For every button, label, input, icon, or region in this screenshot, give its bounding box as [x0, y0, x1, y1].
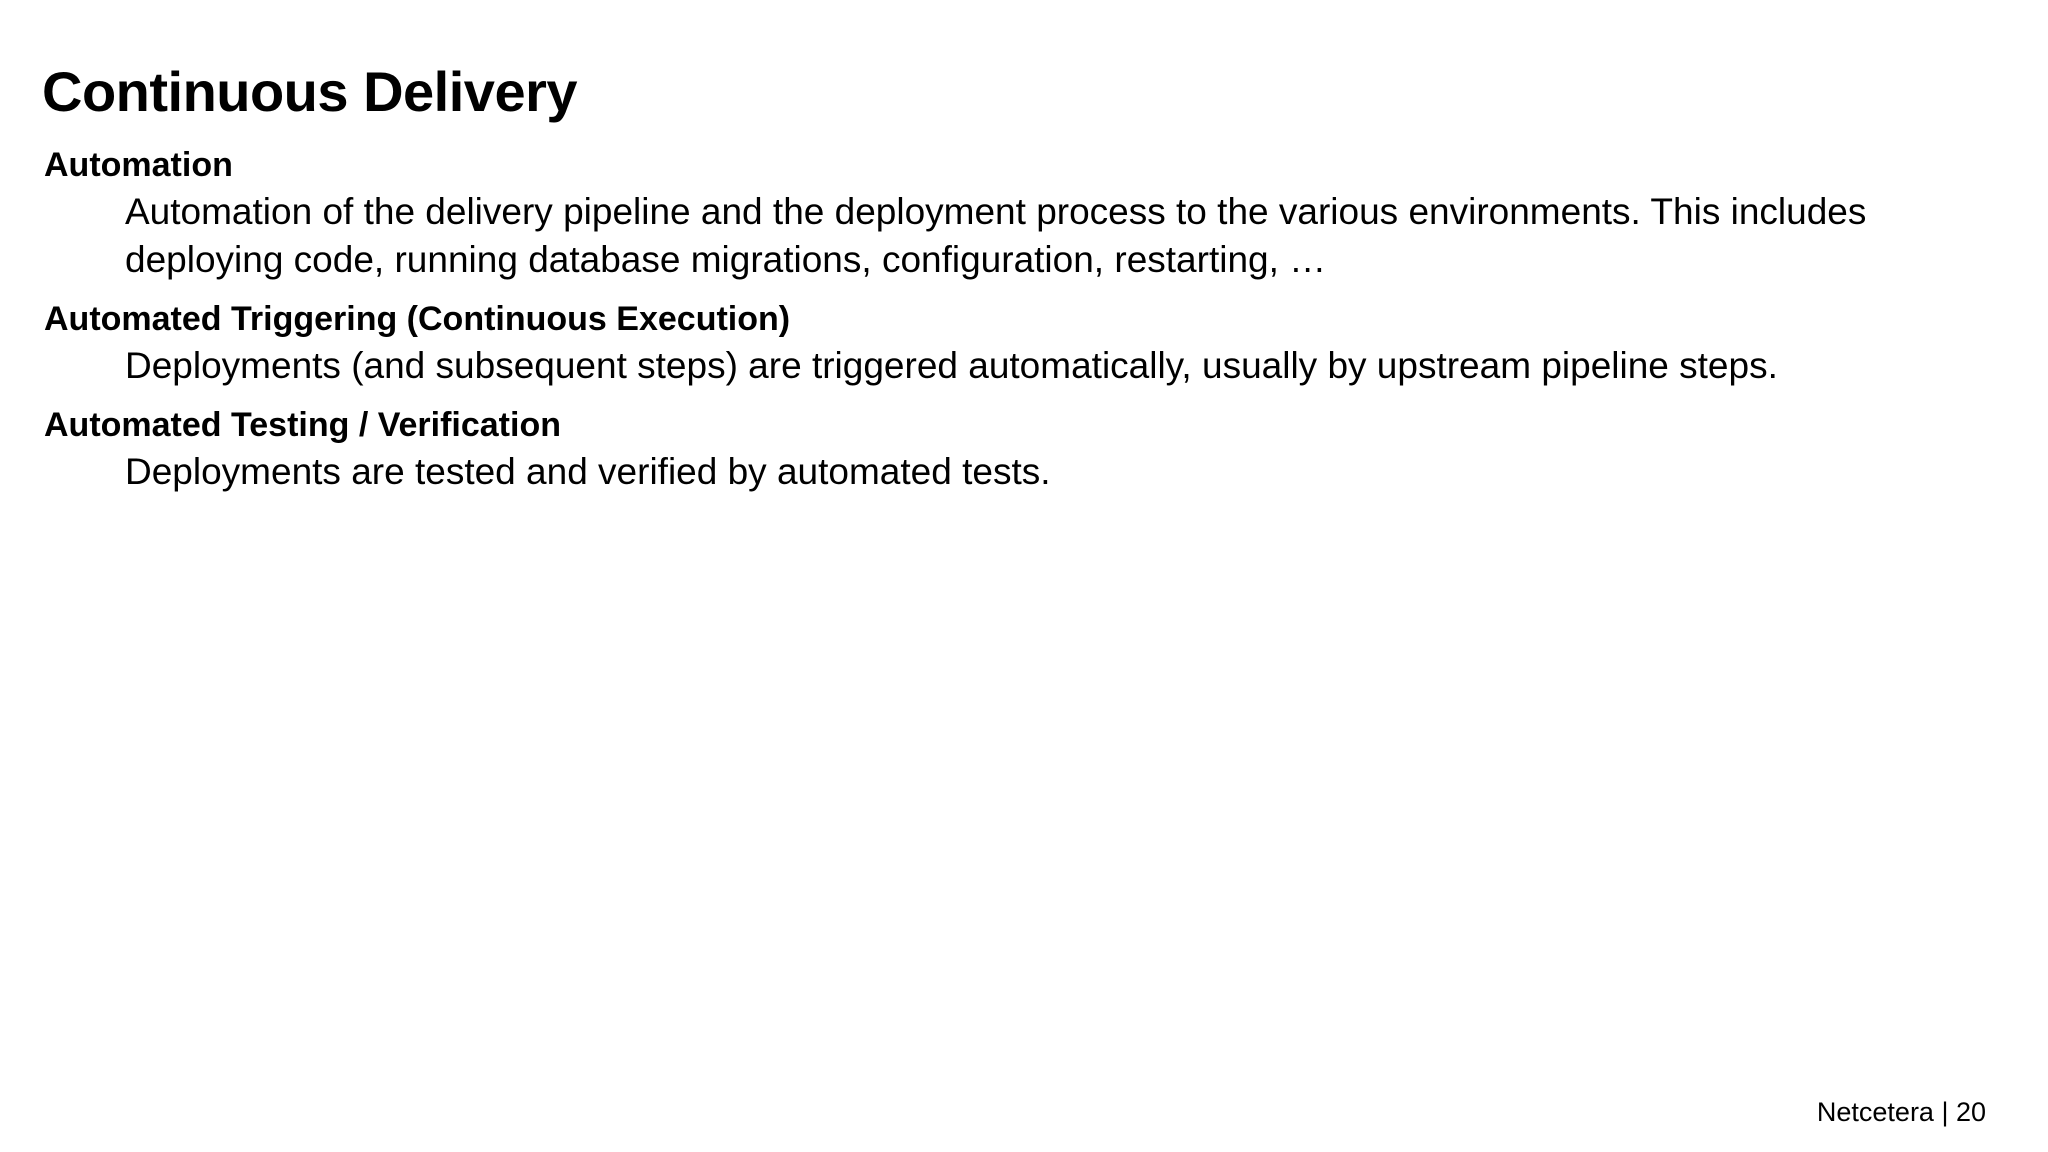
section-heading-automated-triggering: Automated Triggering (Continuous Executi…	[44, 300, 791, 339]
section-heading-automation: Automation	[44, 146, 233, 184]
content-block: Automated Triggering (Continuous Executi…	[44, 302, 1964, 390]
slide-content: Automation Automation of the delivery pi…	[44, 148, 1964, 514]
content-block: Automated Testing / Verification Deploym…	[44, 408, 1964, 496]
page-title: Continuous Delivery	[42, 59, 578, 123]
section-heading-automated-testing: Automated Testing / Verification	[44, 406, 561, 445]
section-body-automation: Automation of the delivery pipeline and …	[125, 191, 1867, 281]
section-body-automated-triggering: Deployments (and subsequent steps) are t…	[125, 345, 1778, 387]
section-body-automated-testing: Deployments are tested and verified by a…	[125, 451, 1051, 493]
slide-footer: Netcetera | 20	[1816, 1096, 1986, 1127]
content-block: Automation Automation of the delivery pi…	[44, 148, 1964, 284]
